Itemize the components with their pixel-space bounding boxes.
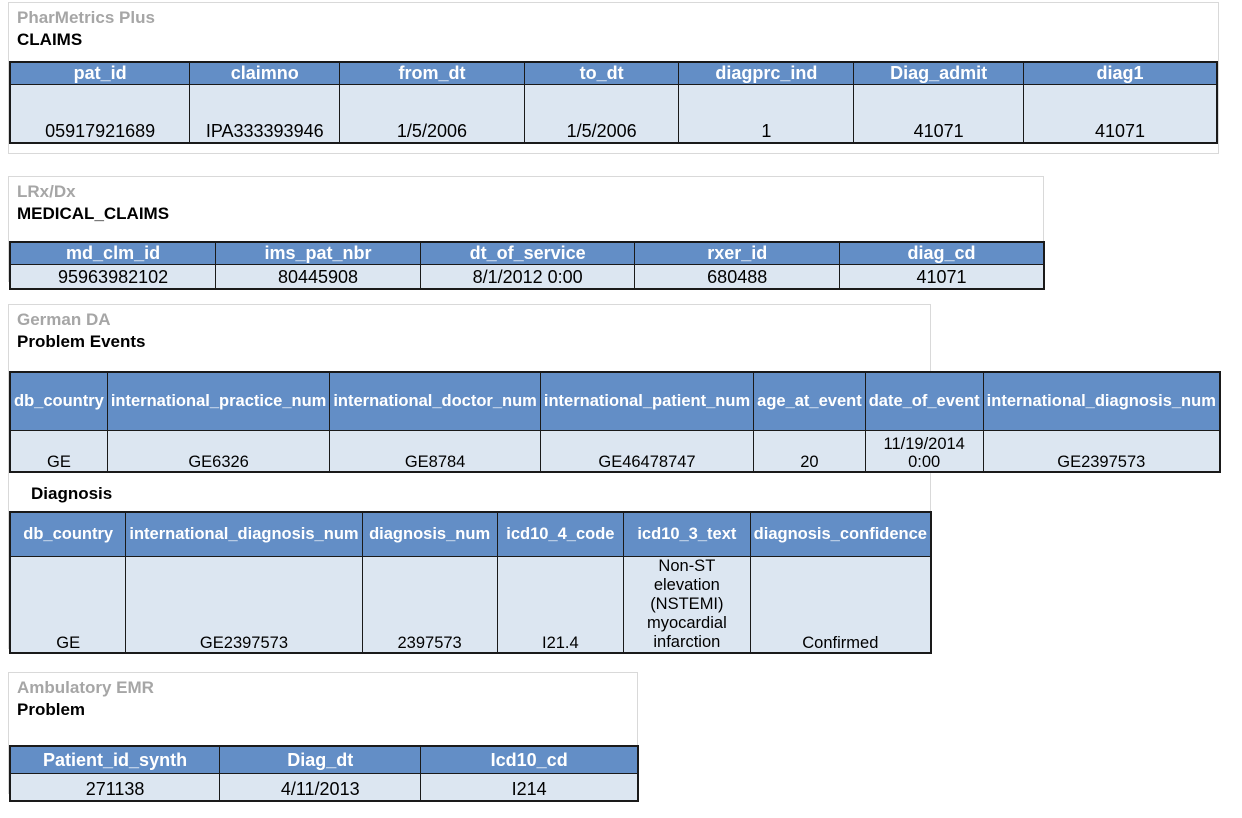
cell-icd10-3-text: Non-ST elevation (NSTEMI) myocardial inf… [623,555,751,653]
section-german-da: German DA Problem Events db_country inte… [8,304,1221,654]
column-header-icd10-cd[interactable]: Icd10_cd [420,745,639,774]
column-header-icd10-4-code[interactable]: icd10_4_code [496,511,625,557]
cell-diagnosis-num: 2397573 [361,555,498,653]
column-header-patient-id-synth[interactable]: Patient_id_synth [9,745,221,774]
cell-icd10-4-code: I21.4 [496,555,625,653]
section-ambulatory-emr: Ambulatory EMR Problem Patient_id_synth … [8,672,639,802]
cell-age-at-event: 20 [753,429,866,473]
table-claims: pat_id claimno from_dt to_dt diagprc_ind… [9,61,1218,144]
table-wrapper-claims: pat_id claimno from_dt to_dt diagprc_ind… [9,61,1218,144]
table-header-row: pat_id claimno from_dt to_dt diagprc_ind… [9,61,1218,85]
table-header-row: md_clm_id ims_pat_nbr dt_of_service rxer… [9,241,1045,265]
cell-diagprc-ind: 1 [678,84,855,143]
table-row: GE GE2397573 2397573 I21.4 Non-ST elevat… [9,555,932,653]
table-wrapper-problem-events: db_country international_practice_num in… [9,371,1221,473]
column-header-to-dt[interactable]: to_dt [523,61,680,85]
column-header-international-doctor-num[interactable]: international_doctor_num [329,371,541,431]
column-header-international-diagnosis-num[interactable]: international_diagnosis_num [982,371,1221,431]
cell-international-diagnosis-num: GE2397573 [125,555,363,653]
cell-pat-id: 05917921689 [9,84,191,143]
cell-diag-dt: 4/11/2013 [219,772,422,802]
table-wrapper-diagnosis: db_country international_diagnosis_num d… [9,511,932,654]
column-header-date-of-event[interactable]: date_of_event [864,371,984,431]
cell-db-country: GE [9,429,108,473]
column-header-md-clm-id[interactable]: md_clm_id [9,241,217,265]
source-label-lrx-dx: LRx/Dx [17,182,76,201]
table-title-problem: Problem [17,700,86,719]
cell-international-diagnosis-num: GE2397573 [982,429,1221,473]
table-row: 05917921689 IPA333393946 1/5/2006 1/5/20… [9,84,1218,143]
cell-md-clm-id: 95963982102 [9,264,217,289]
column-header-diagnosis-confidence[interactable]: diagnosis_confidence [749,511,932,557]
cell-patient-id-synth: 271138 [9,772,221,802]
column-header-diag-cd[interactable]: diag_cd [838,241,1045,265]
cell-from-dt: 1/5/2006 [339,84,525,143]
cell-diag-admit: 41071 [853,84,1024,143]
column-header-age-at-event[interactable]: age_at_event [753,371,866,431]
cell-claimno: IPA333393946 [189,84,341,143]
table-problem: Patient_id_synth Diag_dt Icd10_cd 271138… [9,745,639,802]
cell-date-of-event: 11/19/2014 0:00 [864,429,984,473]
table-title-problem-events: Problem Events [17,332,146,351]
source-label-pharmetrics: PharMetrics Plus [17,8,155,27]
source-label-ambulatory-emr: Ambulatory EMR [17,678,154,697]
cell-rxer-id: 680488 [634,264,840,289]
cell-dt-of-service: 8/1/2012 0:00 [419,264,636,289]
table-problem-events: db_country international_practice_num in… [9,371,1221,473]
cell-international-patient-num: GE46478747 [539,429,755,473]
cell-db-country: GE [9,555,127,653]
column-header-rxer-id[interactable]: rxer_id [634,241,840,265]
table-row: 95963982102 80445908 8/1/2012 0:00 68048… [9,264,1045,289]
cell-diag1: 41071 [1022,84,1218,143]
column-header-pat-id[interactable]: pat_id [9,61,191,85]
table-header-row: Patient_id_synth Diag_dt Icd10_cd [9,745,639,774]
cell-international-doctor-num: GE8784 [329,429,541,473]
section-pharmetrics-plus: PharMetrics Plus CLAIMS pat_id claimno f… [8,2,1219,154]
column-header-dt-of-service[interactable]: dt_of_service [419,241,636,265]
table-diagnosis: db_country international_diagnosis_num d… [9,511,932,654]
table-row: 271138 4/11/2013 I214 [9,772,639,802]
cell-ims-pat-nbr: 80445908 [215,264,421,289]
table-wrapper-problem: Patient_id_synth Diag_dt Icd10_cd 271138… [9,745,639,802]
table-header-row: db_country international_diagnosis_num d… [9,511,932,557]
table-row: GE GE6326 GE8784 GE46478747 20 11/19/201… [9,429,1221,473]
section-lrx-dx: LRx/Dx MEDICAL_CLAIMS md_clm_id ims_pat_… [8,176,1045,290]
cell-diag-cd: 41071 [838,264,1045,289]
cell-to-dt: 1/5/2006 [523,84,680,143]
column-header-from-dt[interactable]: from_dt [339,61,525,85]
column-header-diag1[interactable]: diag1 [1022,61,1218,85]
table-medical-claims: md_clm_id ims_pat_nbr dt_of_service rxer… [9,241,1045,290]
column-header-diag-admit[interactable]: Diag_admit [853,61,1024,85]
cell-icd10-cd: I214 [420,772,639,802]
column-header-diagprc-ind[interactable]: diagprc_ind [678,61,855,85]
cell-international-practice-num: GE6326 [106,429,331,473]
column-header-diag-dt[interactable]: Diag_dt [219,745,422,774]
column-header-claimno[interactable]: claimno [189,61,341,85]
column-header-international-patient-num[interactable]: international_patient_num [539,371,755,431]
column-header-international-diagnosis-num[interactable]: international_diagnosis_num [125,511,363,557]
table-wrapper-medical-claims: md_clm_id ims_pat_nbr dt_of_service rxer… [9,241,1045,290]
column-header-db-country[interactable]: db_country [9,371,108,431]
table-header-row: db_country international_practice_num in… [9,371,1221,431]
column-header-diagnosis-num[interactable]: diagnosis_num [361,511,498,557]
table-title-diagnosis: Diagnosis [31,484,113,503]
column-header-icd10-3-text[interactable]: icd10_3_text [623,511,751,557]
cell-diagnosis-confidence: Confirmed [749,555,932,653]
table-title-medical-claims: MEDICAL_CLAIMS [17,204,170,223]
column-header-international-practice-num[interactable]: international_practice_num [106,371,331,431]
column-header-db-country[interactable]: db_country [9,511,127,557]
source-label-german-da: German DA [17,310,111,329]
column-header-ims-pat-nbr[interactable]: ims_pat_nbr [215,241,421,265]
table-title-claims: CLAIMS [17,30,83,49]
